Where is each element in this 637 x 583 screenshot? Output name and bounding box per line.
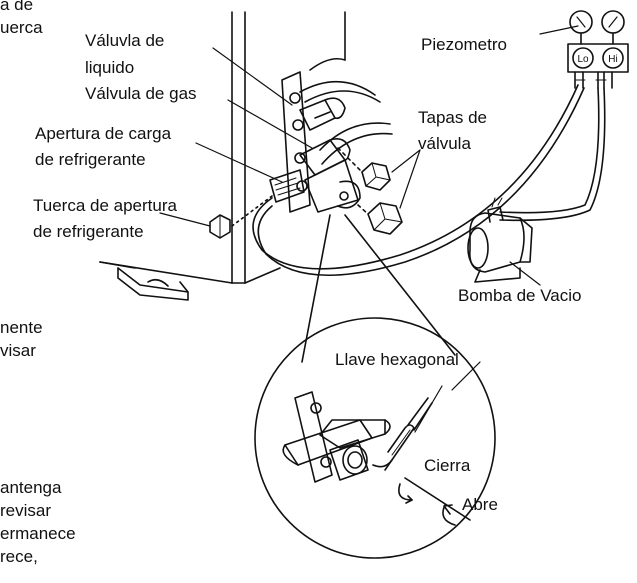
fragment-top-1: a de (0, 0, 34, 14)
unit-feet (117, 267, 189, 301)
fragment-bot-4: rece, (0, 547, 38, 566)
charge-port-nut (209, 214, 231, 239)
gauge-lo-knob (572, 47, 594, 69)
cap-guide-1 (337, 147, 363, 173)
detail-circle (254, 317, 496, 559)
zoom-connector (301, 214, 456, 363)
cap-guide-2 (357, 204, 369, 215)
charge-port-label-line2: de refrigerante (35, 150, 146, 169)
gas-valve-cap-hole (339, 191, 349, 201)
valve-mounting-plate (281, 71, 311, 213)
pump-hose (499, 87, 606, 222)
charge-port (269, 169, 305, 203)
plate-bolt-3 (294, 152, 306, 164)
liquid-valve-label-line1: Váluvla de (85, 31, 165, 50)
detail-plate (294, 391, 333, 483)
nut-dotted-guide (231, 195, 273, 227)
gauge-label: Piezometro (421, 35, 507, 54)
gauge-hi-knob (602, 47, 624, 69)
detail-hex-key (372, 385, 443, 471)
fragment-bot-3: ermanece (0, 524, 76, 543)
plate-bolt-1 (289, 92, 301, 104)
valve-cap-bottom (367, 202, 403, 235)
open-direction-label: Abre (462, 495, 498, 514)
detail-rotation-axis (398, 477, 471, 526)
fragment-bot-2: revisar (0, 501, 52, 520)
leader-lines (159, 25, 579, 391)
fragment-top-2: uerca (0, 18, 43, 37)
gauge-hi-label: Hi (608, 54, 617, 65)
gas-valve (299, 137, 361, 213)
valve-caps-label-line1: Tapas de (418, 108, 487, 127)
charge-nut-label-line1: Tuerca de apertura (33, 196, 177, 215)
gas-valve-label: Válvula de gas (85, 84, 197, 103)
manifold-gauge (567, 10, 629, 89)
charge-port-label-line1: Apertura de carga (35, 124, 172, 143)
liquid-valve (299, 97, 346, 131)
plate-bolt-2 (292, 119, 304, 131)
gauge-lo-label: Lo (577, 54, 589, 65)
charging-hose (252, 84, 585, 277)
hex-key-label: Llave hexagonal (335, 350, 459, 369)
fragment-mid-2: visar (0, 341, 36, 360)
valve-caps-label-line2: válvula (418, 134, 471, 153)
close-direction-label: Cierra (424, 456, 471, 475)
outdoor-unit (99, 11, 281, 284)
valve-cap-top (361, 162, 391, 191)
detail-valve (282, 419, 391, 481)
service-pipes (299, 11, 393, 165)
fragment-bot-1: antenga (0, 478, 62, 497)
fragment-mid-1: nente (0, 318, 43, 337)
vacuum-pump (467, 197, 533, 283)
vacuum-pump-label: Bomba de Vacio (458, 286, 582, 305)
liquid-valve-label-line2: liquido (85, 58, 135, 77)
charge-nut-label-line2: de refrigerante (33, 222, 144, 241)
